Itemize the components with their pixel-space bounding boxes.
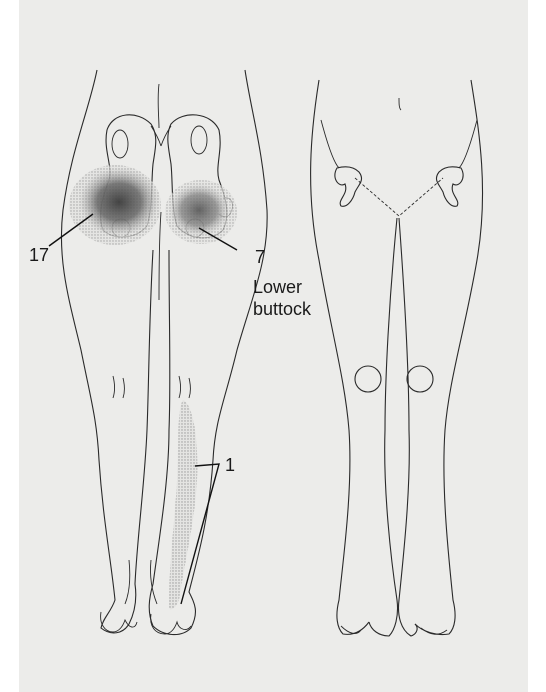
diagram-sheet: 17 7 Lower buttock 1 [19,0,528,692]
leader-lines [49,214,237,604]
left-kneecap [355,366,381,392]
label-lower-buttock: Lower buttock [253,276,343,320]
anterior-leg-figure [311,80,483,636]
pain-referral-diagram [19,0,528,692]
posterior-leg-figure [61,70,267,635]
pain-zone-17 [79,168,159,236]
pain-zones [69,165,237,609]
label-7: 7 [255,246,265,268]
label-1: 1 [225,454,235,476]
label-17: 17 [29,244,49,266]
right-kneecap [407,366,433,392]
